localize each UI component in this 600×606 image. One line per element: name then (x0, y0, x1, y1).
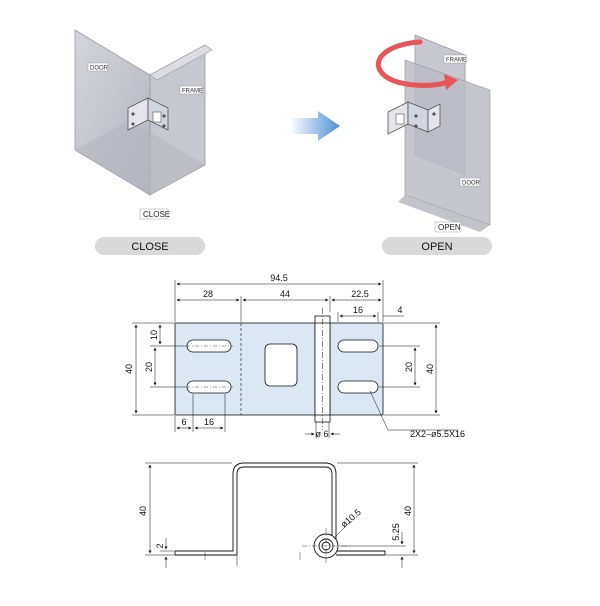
front-dimension-labels: 94.5 28 44 22.5 16 4 40 20 10 20 40 6 16… (124, 273, 465, 439)
side-profile (175, 462, 337, 556)
dim-side-left-2: 2 (155, 543, 165, 548)
front-center-window (264, 343, 298, 387)
svg-text:DOOR: DOOR (462, 181, 481, 187)
front-slot-bottom-right (337, 380, 379, 394)
side-dimension-labels: 40 2 40 5.25 ø10.5 (138, 506, 413, 549)
dim-seg-middle: 44 (280, 289, 290, 299)
dim-pin-dia: ø 6 (315, 429, 328, 439)
open-hinge (387, 101, 441, 135)
close-frame-tag: FRAME (179, 85, 203, 95)
svg-text:OPEN: OPEN (421, 241, 452, 253)
side-view (145, 462, 418, 568)
open-illustration: FRAME DOOR OPEN (375, 34, 491, 233)
transition-arrow (290, 111, 340, 141)
dim-left-10: 10 (149, 330, 159, 340)
svg-text:FRAME: FRAME (182, 89, 203, 95)
dim-side-right-40: 40 (403, 506, 413, 516)
dim-side-knuckle-dia: ø10.5 (339, 507, 363, 529)
svg-text:CLOSE: CLOSE (131, 241, 168, 253)
open-door-tag: DOOR (459, 177, 481, 187)
dim-right-edge: 4 (397, 305, 402, 315)
dim-bottom-16: 16 (204, 417, 214, 427)
rotation-arrow (375, 39, 451, 88)
front-view (132, 280, 458, 438)
front-slot-top-right (337, 339, 379, 353)
close-door-tag: DOOR (87, 62, 109, 72)
svg-text:OPEN: OPEN (438, 223, 461, 232)
open-pill: OPEN (382, 237, 492, 255)
dim-side-left-40: 40 (138, 506, 148, 516)
svg-text:DOOR: DOOR (90, 66, 109, 72)
dim-left-20: 20 (144, 362, 154, 372)
dim-right-slot-span: 16 (353, 305, 363, 315)
dim-right-40: 40 (425, 364, 435, 374)
close-pill: CLOSE (95, 237, 205, 255)
open-frame-tag: FRAME (443, 54, 467, 64)
close-illustration: DOOR FRAME CLOSE (74, 29, 213, 220)
dim-bottom-6: 6 (181, 417, 186, 427)
dim-left-40: 40 (124, 364, 134, 374)
svg-text:FRAME: FRAME (446, 58, 467, 64)
close-hinge (127, 97, 169, 131)
dim-slot-callout: 2X2–ø5.5X16 (410, 429, 465, 439)
svg-text:CLOSE: CLOSE (143, 210, 170, 219)
dim-overall-width: 94.5 (270, 273, 288, 283)
dim-seg-left: 28 (203, 289, 213, 299)
dim-right-20: 20 (404, 362, 414, 372)
front-right-plate (329, 322, 384, 416)
dim-seg-right: 22.5 (351, 289, 369, 299)
close-state-tag: CLOSE (139, 208, 170, 220)
dim-side-right-5-25: 5.25 (391, 523, 401, 541)
open-state-tag: OPEN (434, 221, 462, 233)
